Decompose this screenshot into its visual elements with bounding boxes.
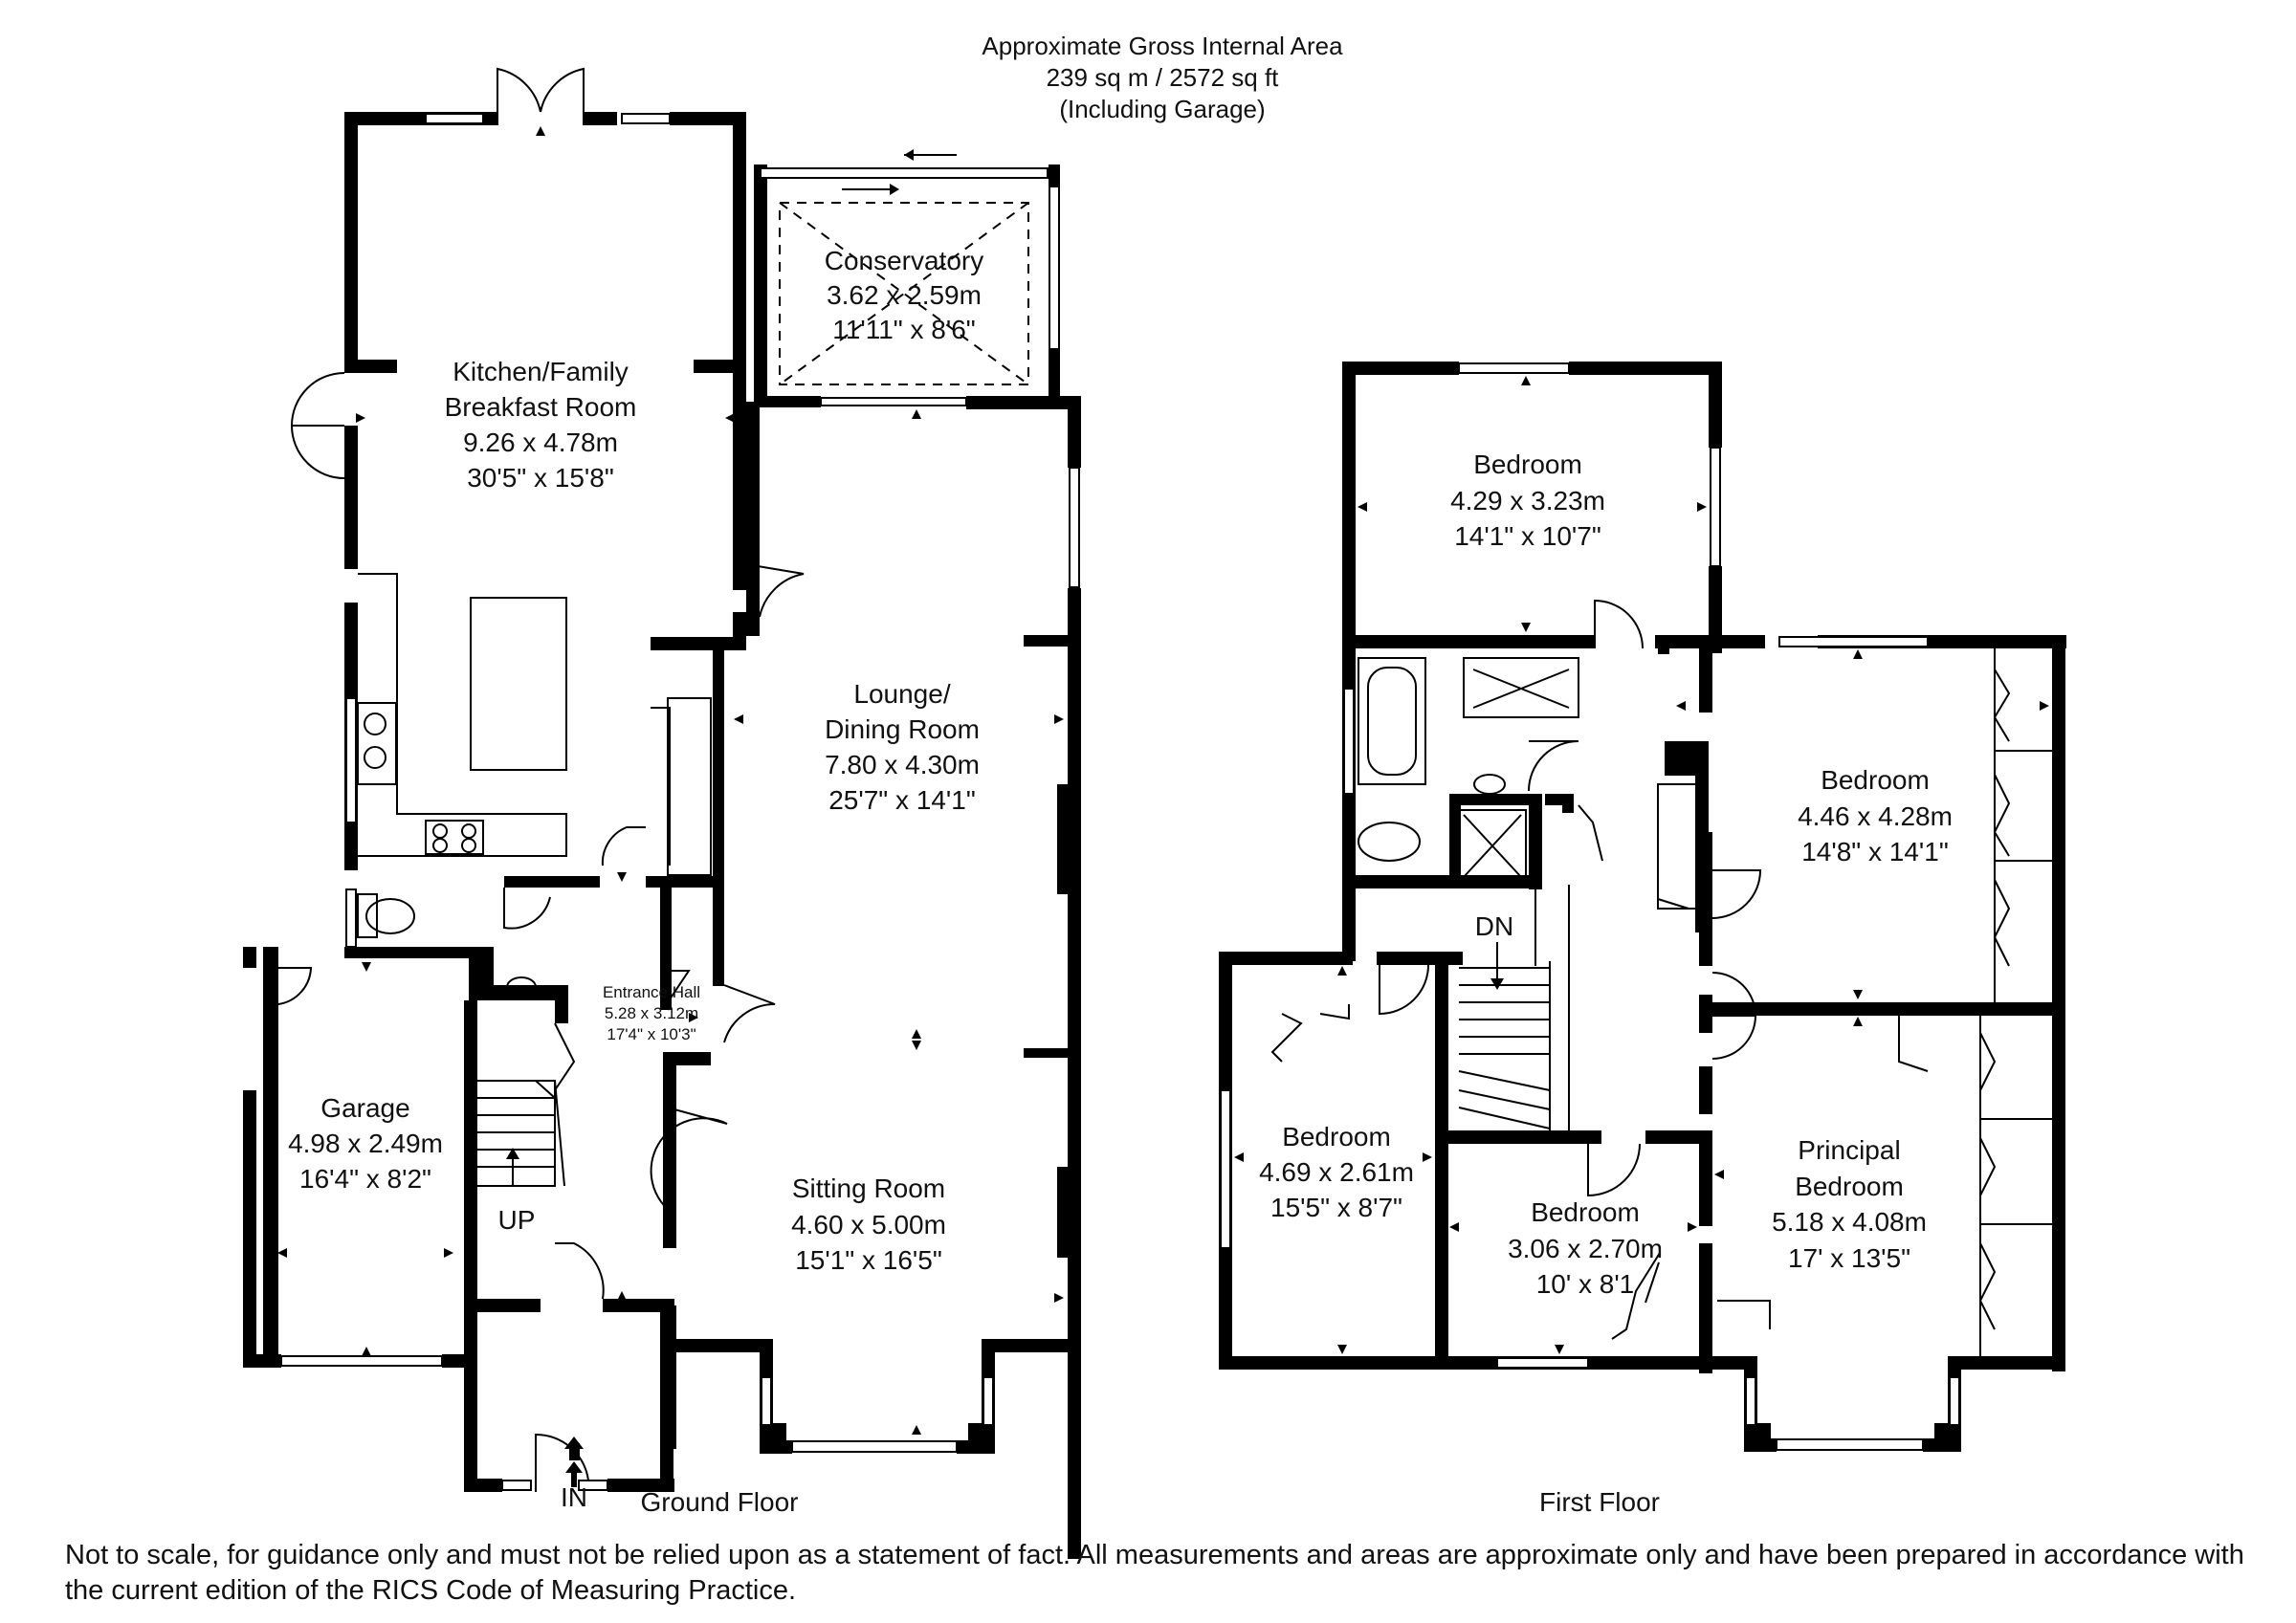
room-metric: 4.60 x 5.00m — [791, 1210, 946, 1239]
room-imperial: 25'7" x 14'1" — [828, 785, 976, 815]
ground-floor-fixtures — [357, 149, 1029, 1187]
first-floor-windows — [1220, 362, 1960, 1451]
room-name-line-2: Breakfast Room — [445, 392, 637, 422]
room-name-line-2: Dining Room — [825, 714, 980, 744]
room-name-line-2: Bedroom — [1795, 1172, 1904, 1201]
room-metric: 5.28 x 3.12m — [605, 1004, 698, 1022]
room-name-line-1: Principal — [1798, 1135, 1900, 1165]
room-imperial: 30'5" x 15'8" — [467, 463, 614, 493]
room-metric: 3.62 x 2.59m — [827, 280, 982, 310]
room-metric: 7.80 x 4.30m — [825, 750, 980, 779]
room-entrance-hall: Entrance Hall 5.28 x 3.12m 17'4" x 10'3" — [603, 983, 700, 1043]
room-imperial: 14'1" x 10'7" — [1454, 521, 1601, 551]
room-bedroom-small: Bedroom 3.06 x 2.70m 10' x 8'1 — [1508, 1197, 1663, 1299]
room-lounge-dining: Lounge/ Dining Room 7.80 x 4.30m 25'7" x… — [825, 679, 980, 815]
room-imperial: 10' x 8'1 — [1536, 1269, 1635, 1299]
room-bedroom-right: Bedroom 4.46 x 4.28m 14'8" x 14'1" — [1798, 765, 1953, 866]
room-sitting: Sitting Room 4.60 x 5.00m 15'1" x 16'5" — [791, 1173, 946, 1275]
room-imperial: 17' x 13'5" — [1788, 1243, 1910, 1273]
wc-toilet — [365, 898, 415, 934]
header-line-2: 239 sq m / 2572 sq ft — [1047, 63, 1280, 92]
bathroom-toilet — [1358, 822, 1421, 862]
first-floor-title: First Floor — [1539, 1487, 1660, 1517]
ground-floor-windows — [280, 113, 1080, 1491]
room-name: Bedroom — [1821, 765, 1930, 795]
room-metric: 3.06 x 2.70m — [1508, 1234, 1663, 1263]
room-name-line-1: Kitchen/Family — [453, 357, 629, 386]
room-metric: 4.69 x 2.61m — [1259, 1157, 1414, 1187]
room-name: Garage — [320, 1093, 409, 1123]
shower-tray — [1458, 809, 1527, 883]
bathtub — [1358, 657, 1426, 785]
room-principal-bedroom: Principal Bedroom 5.18 x 4.08m 17' x 13'… — [1772, 1135, 1927, 1273]
entry-label: IN — [561, 1482, 587, 1512]
room-metric: 4.46 x 4.28m — [1798, 801, 1953, 831]
ground-floor-dimension-arrows — [277, 126, 1064, 1487]
room-bedroom-top: Bedroom 4.29 x 3.23m 14'1" x 10'7" — [1450, 450, 1605, 551]
room-name: Entrance Hall — [603, 983, 700, 1001]
room-imperial: 15'1" x 16'5" — [795, 1245, 942, 1275]
gross-area-header: Approximate Gross Internal Area 239 sq m… — [982, 32, 1343, 123]
room-kitchen-family: Kitchen/Family Breakfast Room 9.26 x 4.7… — [445, 357, 637, 493]
room-metric: 9.26 x 4.78m — [463, 428, 618, 457]
stairs-down-label: DN — [1475, 911, 1513, 941]
room-name: Bedroom — [1473, 450, 1582, 479]
room-metric: 4.98 x 2.49m — [288, 1129, 443, 1158]
first-floor-dimension-arrows — [1234, 376, 2049, 1354]
room-metric: 5.18 x 4.08m — [1772, 1207, 1927, 1237]
first-floor-doors — [1379, 599, 1762, 1304]
header-line-1: Approximate Gross Internal Area — [982, 32, 1343, 60]
room-conservatory: Conservatory 3.62 x 2.59m 11'11" x 8'6" — [825, 246, 984, 344]
kitchen-island — [470, 597, 567, 771]
room-garage: Garage 4.98 x 2.49m 16'4" x 8'2" — [288, 1093, 443, 1194]
room-imperial: 17'4" x 10'3" — [607, 1025, 695, 1043]
kitchen-sink — [357, 702, 397, 785]
disclaimer-text: Not to scale, for guidance only and must… — [65, 1540, 2244, 1606]
wc-basin — [506, 976, 537, 998]
room-imperial: 16'4" x 8'2" — [299, 1164, 431, 1194]
room-name: Conservatory — [825, 246, 984, 275]
header-line-3: (Including Garage) — [1059, 95, 1265, 123]
room-name-line-1: Lounge/ — [853, 679, 950, 709]
room-metric: 4.29 x 3.23m — [1450, 486, 1605, 515]
bathroom-basin — [1473, 774, 1506, 795]
room-name: Bedroom — [1531, 1197, 1640, 1227]
room-imperial: 11'11" x 8'6" — [832, 315, 975, 344]
shower-tray-top — [1463, 657, 1579, 718]
ground-floor-title: Ground Floor — [641, 1487, 799, 1517]
first-floor-fixtures — [1270, 648, 2052, 1356]
room-imperial: 14'8" x 14'1" — [1801, 837, 1949, 866]
stairs-up-label: UP — [498, 1205, 536, 1235]
room-bedroom-left: Bedroom 4.69 x 2.61m 15'5" x 8'7" — [1259, 1122, 1414, 1222]
room-imperial: 15'5" x 8'7" — [1270, 1193, 1402, 1222]
first-floor-walls — [1219, 362, 2066, 1452]
room-name: Bedroom — [1282, 1122, 1391, 1151]
room-name: Sitting Room — [792, 1173, 945, 1203]
kitchen-hob — [425, 820, 484, 855]
